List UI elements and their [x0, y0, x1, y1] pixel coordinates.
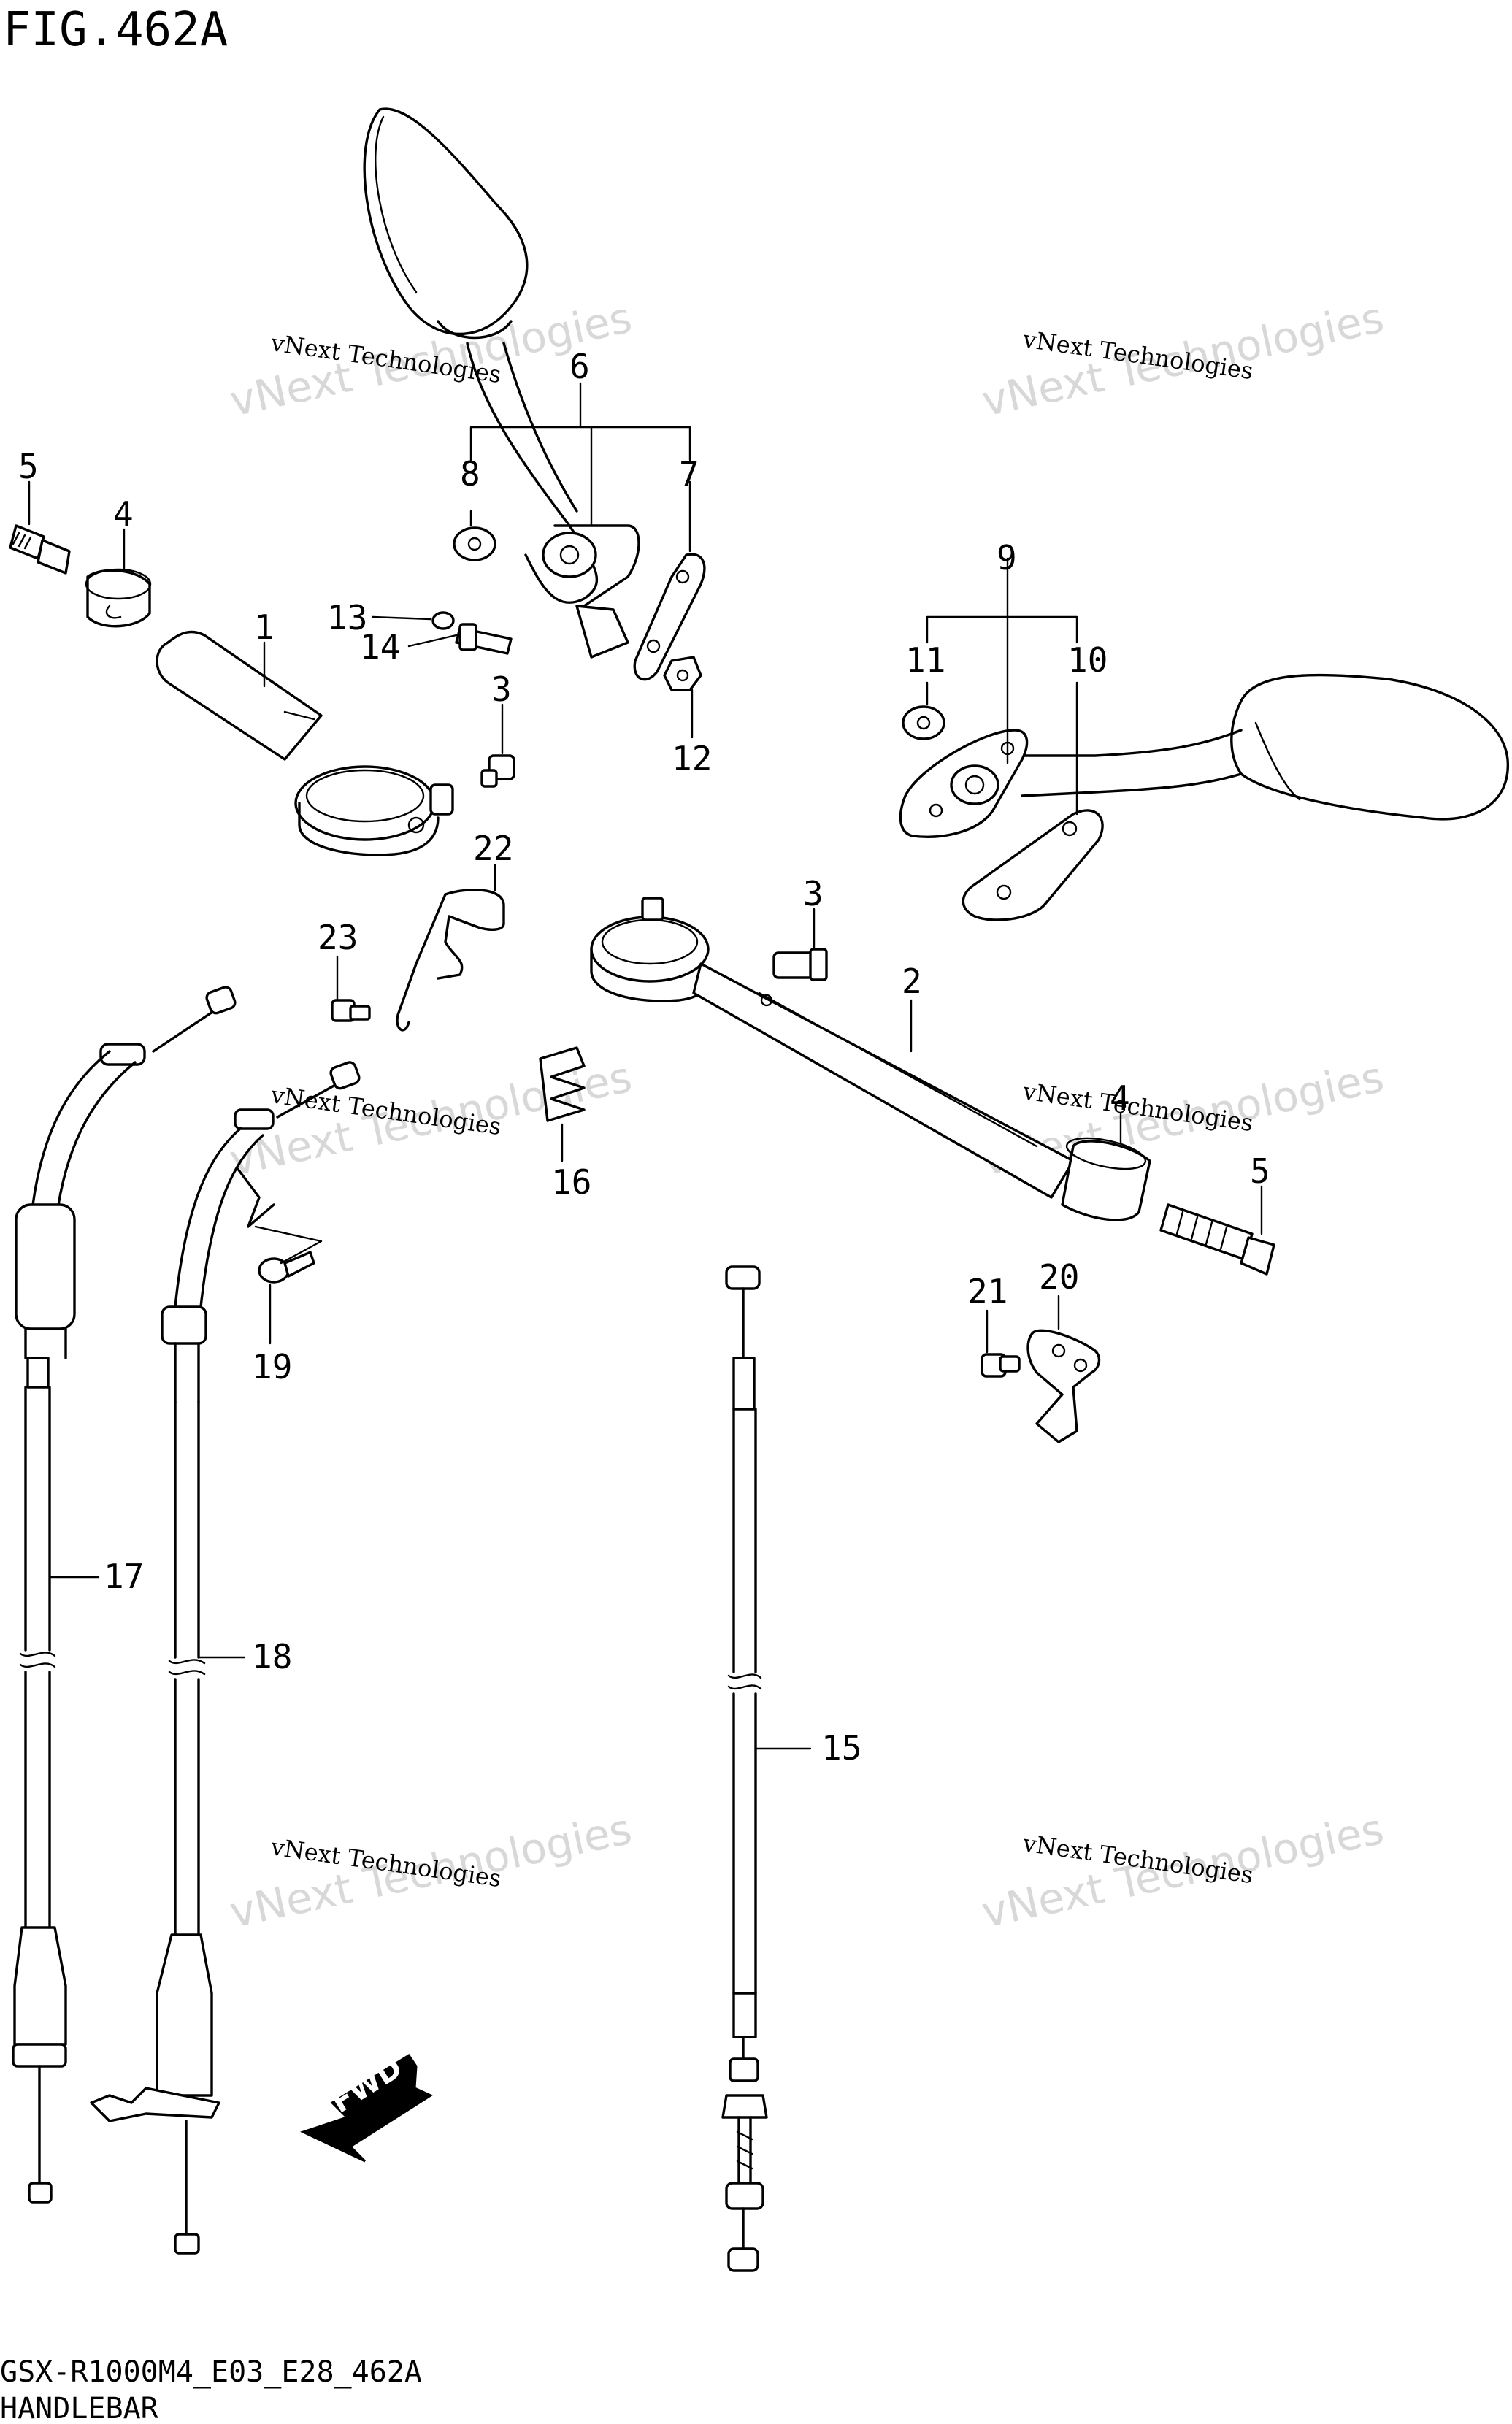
- callout-22: 22: [473, 829, 513, 868]
- callout-12: 12: [672, 739, 712, 778]
- bracket-20: [1026, 1329, 1101, 1443]
- watermark-bottom-right: vNext Technologies vNext Technologies: [978, 1804, 1388, 1938]
- callout-4-left: 4: [113, 494, 134, 534]
- forward-direction-arrow: FWD: [299, 2051, 434, 2163]
- callout-11: 11: [905, 640, 945, 680]
- clutch-cable-15: [721, 1265, 768, 2272]
- callout-14: 14: [360, 627, 400, 667]
- callout-3-left: 3: [491, 670, 512, 709]
- right-mirror-assembly: [899, 673, 1509, 921]
- callout-numbers: 5 4 1 6 8 7 13 14 3 12 9 11 10 22 23 3 2…: [18, 347, 1270, 1768]
- left-mirror-assembly: [363, 107, 706, 691]
- callout-16: 16: [551, 1162, 591, 1202]
- cable-guide-16: [539, 1046, 586, 1122]
- callout-2: 2: [902, 962, 922, 1001]
- callout-17: 17: [104, 1557, 144, 1596]
- callout-8: 8: [460, 454, 480, 494]
- callout-19: 19: [252, 1347, 292, 1386]
- bar-end-left: [9, 524, 152, 628]
- callout-3-right: 3: [803, 874, 824, 913]
- callout-13: 13: [327, 598, 367, 637]
- figure-title: FIG.462A: [3, 3, 228, 57]
- callout-4-right: 4: [1110, 1078, 1130, 1118]
- footer-name: HANDLEBAR: [0, 2392, 159, 2424]
- footer-code: GSX-R1000M4_E03_E28_462A: [0, 2355, 422, 2389]
- throttle-cable-17: [12, 986, 237, 2204]
- callout-10: 10: [1067, 640, 1108, 680]
- callout-7: 7: [679, 454, 699, 494]
- callout-21: 21: [967, 1272, 1008, 1311]
- leader-lines: [28, 382, 1263, 1750]
- callout-9: 9: [997, 538, 1017, 578]
- throttle-cable-18: [90, 1061, 361, 2255]
- callout-18: 18: [252, 1637, 292, 1676]
- callout-15: 15: [821, 1728, 861, 1768]
- clip-22: [396, 889, 505, 1032]
- callout-5-left: 5: [18, 447, 39, 486]
- left-handlebar: [156, 630, 454, 856]
- callout-6: 6: [569, 347, 590, 386]
- callout-5-right: 5: [1250, 1151, 1270, 1191]
- bar-end-right: [1061, 1137, 1275, 1276]
- small-bolts: [258, 611, 1021, 1378]
- callout-20: 20: [1039, 1257, 1079, 1297]
- right-handlebar: [590, 897, 1075, 1199]
- watermark-top-right: vNext Technologies vNext Technologies: [978, 293, 1388, 426]
- callout-1: 1: [254, 607, 275, 647]
- watermark-bottom-left: vNext Technologies vNext Technologies: [226, 1804, 636, 1938]
- callout-23: 23: [318, 918, 358, 957]
